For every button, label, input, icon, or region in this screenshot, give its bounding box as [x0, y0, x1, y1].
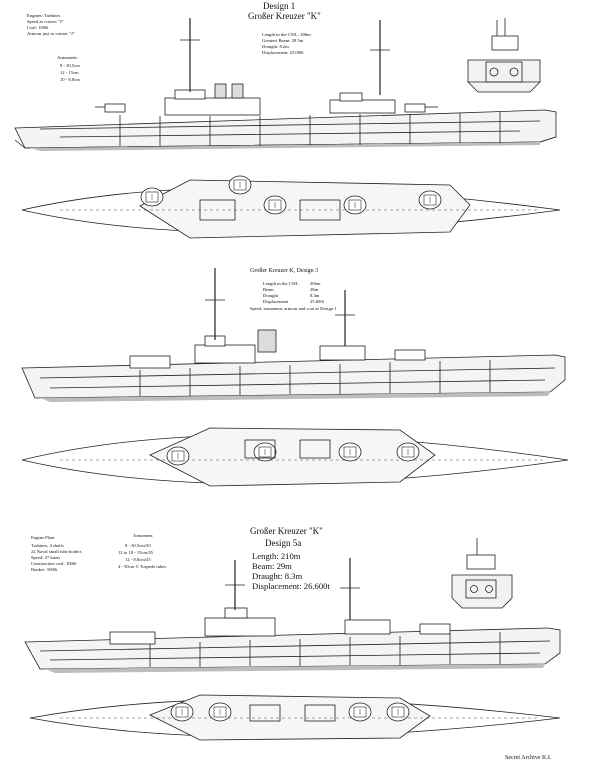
- design3-spec-value: 25.600t: [310, 299, 324, 304]
- design5a-armament-line: 12 to 18 - 15cm/45: [118, 550, 153, 555]
- design1-engine-line: Engines: Turbines: [27, 13, 61, 18]
- design5a-side-profile: [24, 558, 561, 673]
- design5a-armament-line: 8 - 30,5cm/50: [125, 543, 151, 548]
- design1-engine-line: Armour just as cruiser "J": [27, 31, 75, 36]
- design5a-armament-line: 4 - 50cm © Torpedo tubes: [118, 564, 167, 569]
- design5a-spec-line: Displacement: 26.600t: [252, 581, 330, 591]
- design5a-engine-line: 22 Naval small tube boilers: [31, 549, 82, 554]
- design5a-plan-view: [29, 694, 561, 741]
- design5a-armament-title: Armament: [133, 533, 153, 538]
- design3-spec-label: Displacement: [263, 299, 289, 304]
- design5a-spec-line: Beam: 29m: [252, 561, 292, 571]
- design1-engine-line: Coal: 1000t: [27, 25, 49, 30]
- design5a-spec-line: Draught: 8.3m: [252, 571, 303, 581]
- design3-plan-view: [21, 427, 569, 487]
- design1-armament-line: 10 - 8,8cm: [60, 77, 80, 82]
- design5a-subtitle: Design 5a: [265, 538, 302, 548]
- design1-spec-line: Length in the CWL: 206m: [262, 32, 311, 37]
- design5a-engine-line: Construction coal: 1000t: [31, 561, 77, 566]
- design5a-engine-line: Speed: 27 knots: [31, 555, 61, 560]
- design1-engine-line: Speed as cruiser "J": [27, 19, 64, 24]
- design5a-cross-section: [451, 538, 513, 609]
- design3-spec-value: 8.3m: [310, 293, 320, 298]
- design5a-engine-line: Turbines, 4 shafts: [31, 543, 64, 548]
- design5a-title: Großer Kreuzer "K": [250, 526, 323, 536]
- design3-side-profile: [21, 268, 566, 402]
- design1-cross-section: [467, 18, 541, 93]
- design1-subtitle: Großer Kreuzer "K": [248, 11, 321, 21]
- design5a-engine-title: Engine Plant: [31, 535, 55, 540]
- design5a-spec-line: Length: 210m: [252, 551, 301, 561]
- design3-spec-label: Draught: [263, 293, 279, 298]
- design1-spec-line: Greatest Beam: 28.3m: [262, 38, 304, 43]
- design5a-armament-line: 12 - 8,8cm/45: [125, 557, 151, 562]
- design5a-engine-line: Bunker: 5000t: [31, 567, 58, 572]
- design3-spec-value: 28m: [310, 287, 319, 292]
- design1-spec-line: Displacement: 25.000t: [262, 50, 304, 55]
- design3-spec-label: Length in the CWL: [263, 281, 299, 286]
- design1-armament-title: Armament:: [57, 55, 78, 60]
- design1-plan-view: [21, 175, 561, 239]
- archive-footer: Secret Archive K.I.: [505, 755, 552, 761]
- design3-title: Großer Kreuzer K, Design 3: [250, 268, 319, 274]
- design3-note: Speed, armament, armour and coal as Desi…: [250, 306, 337, 311]
- design1-armament-line: 8 - 30,5cm: [60, 63, 80, 68]
- design1-spec-line: Draught: 8.2m: [262, 44, 289, 49]
- design1-side-profile: [14, 18, 557, 151]
- design3-spec-value: 206m: [310, 281, 321, 286]
- design1-armament-line: 12 - 15cm: [60, 70, 79, 75]
- design3-spec-label: Beam: [263, 287, 274, 292]
- design1-title: Design 1: [263, 1, 296, 11]
